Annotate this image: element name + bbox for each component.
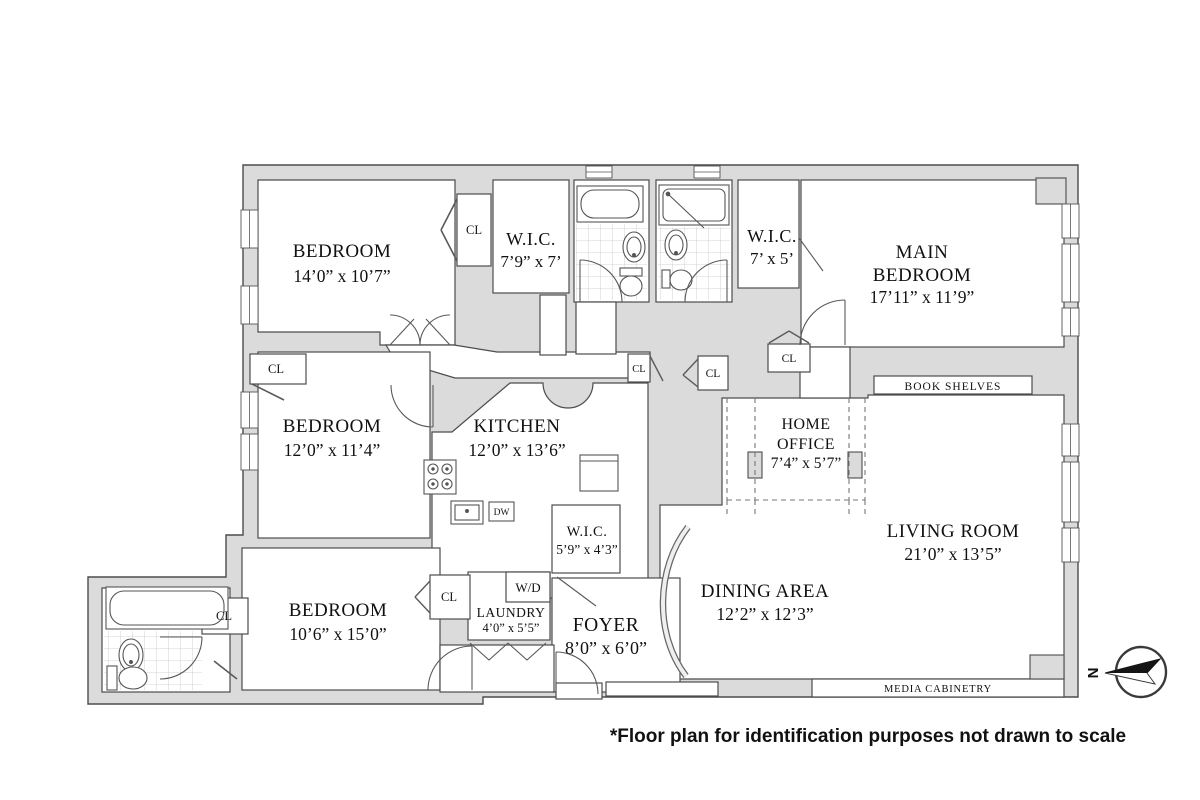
curved-wall	[659, 525, 691, 678]
closet-main-bedroom	[767, 343, 811, 373]
dims-wic-top: 7’9” x 7’	[500, 252, 561, 271]
wall-notch-living-corner	[1029, 654, 1065, 680]
toilet-icon	[619, 267, 643, 297]
label-home-office-2: OFFICE	[777, 436, 835, 453]
media-cabinetry-label: MEDIA CABINETRY	[884, 684, 992, 695]
office-column-right	[847, 451, 863, 479]
closet-mid-left-bedroom	[249, 353, 307, 385]
dims-wic-main: 7’ x 5’	[750, 249, 794, 268]
dims-living-room: 21’0” x 13’5”	[904, 544, 1001, 564]
hall-to-bedroom-bottom	[439, 644, 555, 693]
closet-hall-small	[627, 353, 651, 383]
closet-laundry	[429, 574, 471, 620]
windows	[240, 165, 1080, 563]
room-bedroom-top-left	[257, 179, 456, 346]
home-office-partition	[726, 398, 866, 518]
dims-wic-foyer: 5’9” x 4’3”	[556, 542, 617, 557]
label-home-office-1: HOME	[781, 416, 830, 433]
sink-icon	[622, 231, 646, 263]
room-wic-top	[492, 179, 570, 294]
compass-north-label: N	[1085, 668, 1102, 679]
room-foyer	[551, 577, 681, 693]
footnote-disclaimer: *Floor plan for identification purposes …	[610, 726, 1126, 747]
label-wic-foyer: W.I.C.	[567, 524, 608, 540]
shower-icon	[658, 184, 730, 229]
dims-main-bedroom: 17’11” x 11’9”	[870, 287, 975, 307]
dims-bedroom-bottom-left: 10’6” x 15’0”	[289, 624, 386, 644]
toilet-icon	[106, 665, 148, 691]
compass: N	[1085, 645, 1168, 699]
bath-3-tiles	[104, 631, 202, 690]
wall-notch-main-bedroom	[1035, 177, 1067, 205]
closet-label: CL	[441, 590, 457, 604]
sink-icon	[664, 229, 688, 261]
book-shelves-strip	[873, 375, 1033, 395]
room-main-bedroom	[800, 179, 1065, 348]
dishwasher-icon	[488, 501, 515, 522]
label-kitchen: KITCHEN	[474, 416, 561, 437]
entry-opening	[555, 682, 603, 700]
label-laundry: LAUNDRY	[477, 605, 546, 620]
kitchen-sink-icon	[450, 500, 484, 525]
entry-cabinet-strip	[605, 681, 719, 697]
fridge-icon	[579, 454, 619, 492]
dims-foyer: 8’0” x 6’0”	[565, 638, 647, 658]
room-wic-main	[737, 179, 800, 289]
label-foyer: FOYER	[573, 615, 639, 636]
closet-label: CL	[632, 364, 645, 375]
sink-icon	[118, 638, 144, 672]
dims-laundry: 4’0” x 5’5”	[483, 621, 540, 635]
washer-dryer-label: W/D	[515, 580, 540, 595]
compass-arrow-lower	[1104, 672, 1157, 685]
closet-label: CL	[268, 362, 284, 376]
stove-icon	[423, 459, 457, 495]
closet-label: CL	[706, 368, 721, 380]
toilet-icon	[661, 269, 693, 291]
closet-label: CL	[216, 609, 232, 623]
label-bedroom-mid-left: BEDROOM	[283, 416, 382, 437]
closet-label: CL	[466, 223, 482, 237]
dims-dining-area: 12’2” x 12’3”	[716, 604, 813, 624]
label-wic-top: W.I.C.	[506, 229, 556, 249]
label-wic-main: W.I.C.	[747, 226, 797, 246]
bathtub-icon	[576, 185, 644, 223]
dims-bedroom-mid-left: 12’0” x 11’4”	[284, 440, 381, 460]
label-main-bedroom-1: MAIN	[896, 242, 949, 263]
label-main-bedroom-2: BEDROOM	[873, 265, 972, 286]
dims-bedroom-top-left: 14’0” x 10’7”	[293, 266, 390, 286]
book-shelves-label: BOOK SHELVES	[905, 381, 1002, 393]
label-bedroom-bottom-left: BEDROOM	[289, 600, 388, 621]
closet-hall-mid	[697, 355, 729, 391]
label-dining-area: DINING AREA	[701, 581, 829, 602]
hall-stub-bath-1	[575, 301, 617, 355]
label-living-room: LIVING ROOM	[887, 521, 1020, 542]
closet-label: CL	[782, 353, 797, 365]
dishwasher-label: DW	[494, 508, 510, 518]
dims-kitchen: 12’0” x 13’6”	[468, 440, 565, 460]
dims-home-office: 7’4” x 5’7”	[771, 455, 842, 472]
closet-top-left-bedroom	[456, 193, 492, 267]
label-bedroom-top-left: BEDROOM	[293, 241, 392, 262]
hall-stub-wic-top	[539, 294, 567, 356]
bathtub-icon	[105, 586, 229, 630]
washer-dryer-box	[505, 571, 551, 603]
doors	[159, 198, 846, 695]
compass-arrow-icon	[1104, 658, 1162, 674]
room-wic-foyer	[551, 504, 621, 574]
media-cabinetry-strip	[811, 678, 1065, 698]
